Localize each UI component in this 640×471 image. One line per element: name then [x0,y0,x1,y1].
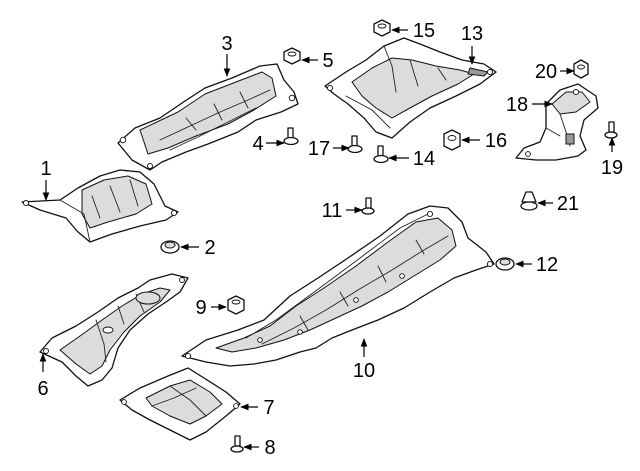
callout-18: 18 [506,94,528,116]
callout-15: 15 [413,20,435,42]
callout-labels: 1 2 3 4 5 6 7 8 9 10 11 12 13 14 15 16 1… [37,20,623,459]
stud-part-8[interactable] [230,435,244,453]
callout-11: 11 [322,200,343,222]
callout-4: 4 [252,133,263,155]
heat-shield-part-6[interactable] [39,273,189,387]
nut-part-20[interactable] [573,59,589,79]
stud-part-4[interactable] [283,127,299,146]
callout-6: 6 [37,378,48,400]
nut-part-9[interactable] [227,295,245,315]
callout-10: 10 [353,360,375,382]
stud-part-14[interactable] [373,145,389,164]
nut-part-16[interactable] [443,129,461,151]
leader-lines [39,26,616,451]
callout-16: 16 [485,130,507,152]
callout-7: 7 [263,397,274,419]
callout-17: 17 [308,138,330,160]
stud-part-11[interactable] [361,197,375,215]
heat-shield-part-1[interactable] [21,169,179,243]
callout-21: 21 [557,193,579,215]
heat-shield-part-13[interactable] [324,37,497,139]
callout-12: 12 [536,254,558,276]
heat-shield-part-3[interactable] [117,63,299,171]
callout-14: 14 [413,148,435,170]
callout-13: 13 [461,23,483,45]
grommet-part-2[interactable] [160,240,180,254]
callout-8: 8 [264,437,275,459]
nut-part-15[interactable] [373,19,391,37]
plate-part-7[interactable] [119,367,241,441]
callout-9: 9 [195,297,206,319]
nut-part-5[interactable] [283,47,301,65]
grommet-part-12[interactable] [495,257,515,271]
bracket-part-18[interactable] [515,83,599,161]
stud-part-19[interactable] [604,121,618,139]
callout-19: 19 [601,157,623,179]
clip-part-21[interactable] [520,191,538,211]
callout-20: 20 [535,61,557,83]
stud-part-17[interactable] [347,135,363,154]
callout-5: 5 [322,50,333,72]
callout-2: 2 [204,237,215,259]
callout-1: 1 [40,158,51,180]
callout-3: 3 [221,33,232,55]
underbody-shield-part-10[interactable] [181,205,495,367]
